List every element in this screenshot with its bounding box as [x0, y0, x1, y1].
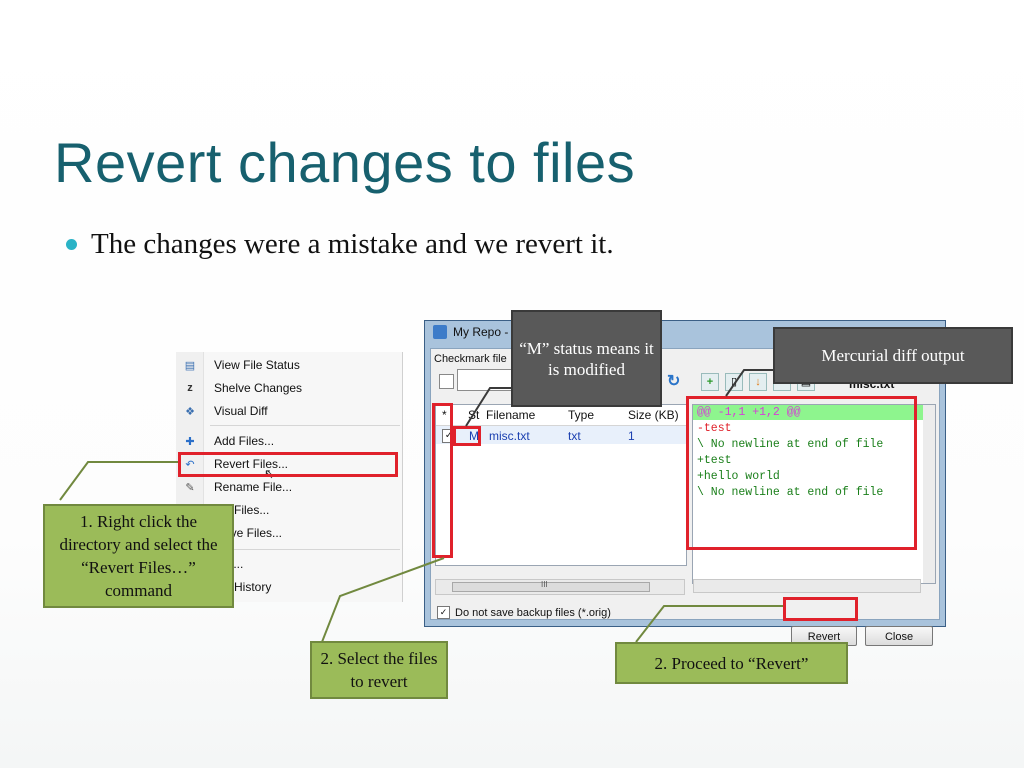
row-status: M — [469, 429, 479, 443]
close-button[interactable]: Close — [865, 626, 933, 646]
backup-option[interactable]: ✓ Do not save backup files (*.orig) — [437, 606, 611, 619]
col-size[interactable]: Size (KB) — [628, 408, 679, 422]
menu-separator — [210, 549, 400, 550]
m-status-callout: “M” status means it is modified — [511, 310, 662, 407]
refresh-icon[interactable]: ↻ — [667, 373, 681, 390]
step1-callout: 1. Right click the directory and select … — [43, 504, 234, 608]
file-list: * St Filename Type Size (KB) ✓ M misc.tx… — [435, 404, 687, 566]
dialog-title: My Repo - — [453, 325, 509, 339]
add-icon[interactable]: + — [701, 373, 719, 391]
diff-line: +test — [697, 454, 732, 467]
col-status[interactable]: St — [468, 408, 480, 422]
checkbox-column-highlight — [432, 403, 453, 558]
file-list-header: * St Filename Type Size (KB) — [436, 405, 686, 426]
revert-button-highlight — [783, 597, 858, 621]
row-filename: misc.txt — [489, 429, 530, 443]
down-arrow-icon[interactable]: ↓ — [749, 373, 767, 391]
page-icon[interactable]: ▯ — [725, 373, 743, 391]
app-icon — [433, 325, 447, 339]
menu-separator — [210, 425, 400, 426]
bullet-text: The changes were a mistake and we revert… — [91, 228, 614, 260]
diff-line: -test — [697, 422, 732, 435]
scrollbar-grip: III — [541, 580, 548, 589]
bullet-item: The changes were a mistake and we revert… — [66, 228, 614, 261]
diff-line: @@ -1,1 +1,2 @@ — [697, 406, 801, 419]
diff-horizontal-scrollbar[interactable] — [693, 579, 921, 593]
menu-item-shelve-changes[interactable]: z Shelve Changes — [176, 377, 400, 399]
add-files-icon: ✚ — [185, 435, 195, 448]
visual-diff-icon: ❖ — [185, 405, 195, 418]
menu-item-revert-files[interactable]: ↶ Revert Files... — [176, 453, 400, 475]
menu-item-label: Visual Diff — [214, 404, 268, 418]
slide-title: Revert changes to files — [54, 131, 636, 194]
menu-item-label: Shelve Changes — [214, 381, 303, 395]
menu-item-label: Revert Files... — [214, 457, 289, 471]
backup-label: Do not save backup files (*.orig) — [455, 606, 611, 619]
checkmark-label: Checkmark file — [434, 353, 507, 365]
col-type[interactable]: Type — [568, 408, 595, 422]
file-status-icon: ▤ — [184, 359, 196, 372]
menu-item-visual-diff[interactable]: ❖ Visual Diff — [176, 400, 400, 422]
diff-line: \ No newline at end of file — [697, 438, 884, 451]
menu-item-label: Rename File... — [214, 480, 293, 494]
hunk-highlight — [693, 405, 923, 420]
col-checked[interactable]: * — [442, 408, 447, 422]
status-highlight — [453, 426, 481, 446]
menu-item-view-file-status[interactable]: ▤ View File Status — [176, 354, 400, 376]
step2-proceed-callout: 2. Proceed to “Revert” — [615, 642, 848, 684]
rename-icon: ✎ — [185, 481, 195, 494]
diff-pane: @@ -1,1 +1,2 @@ -test \ No newline at en… — [692, 404, 936, 584]
col-filename[interactable]: Filename — [486, 408, 536, 422]
file-list-scrollbar[interactable]: III — [435, 579, 685, 595]
step2-select-callout: 2. Select the files to revert — [310, 641, 448, 699]
diff-highlight — [686, 396, 917, 550]
menu-item-label: View File Status — [214, 358, 300, 372]
diff-line: +hello world — [697, 470, 780, 483]
diff-output-callout: Mercurial diff output — [773, 327, 1013, 384]
row-type: txt — [568, 429, 581, 443]
mouse-cursor-icon: ⇖ — [264, 466, 275, 481]
menu-item-label: Add Files... — [214, 434, 275, 448]
revert-files-highlight — [178, 452, 398, 477]
revert-icon: ↶ — [185, 458, 195, 471]
menu-item-add-files[interactable]: ✚ Add Files... — [176, 430, 400, 452]
scrollbar-thumb[interactable]: III — [452, 580, 650, 592]
backup-checkbox[interactable]: ✓ — [437, 606, 450, 619]
revert-button[interactable]: Revert — [791, 626, 857, 646]
diff-vertical-scrollbar[interactable] — [923, 405, 935, 583]
bullet-dot-icon — [66, 239, 77, 250]
diff-line: \ No newline at end of file — [697, 486, 884, 499]
row-size: 1 — [628, 429, 635, 443]
dialog-titlebar[interactable]: My Repo - — [433, 325, 508, 339]
select-all-checkbox[interactable] — [439, 374, 454, 389]
menu-item-rename-file[interactable]: ✎ Rename File... — [176, 476, 400, 498]
shelve-icon: z — [187, 382, 193, 394]
